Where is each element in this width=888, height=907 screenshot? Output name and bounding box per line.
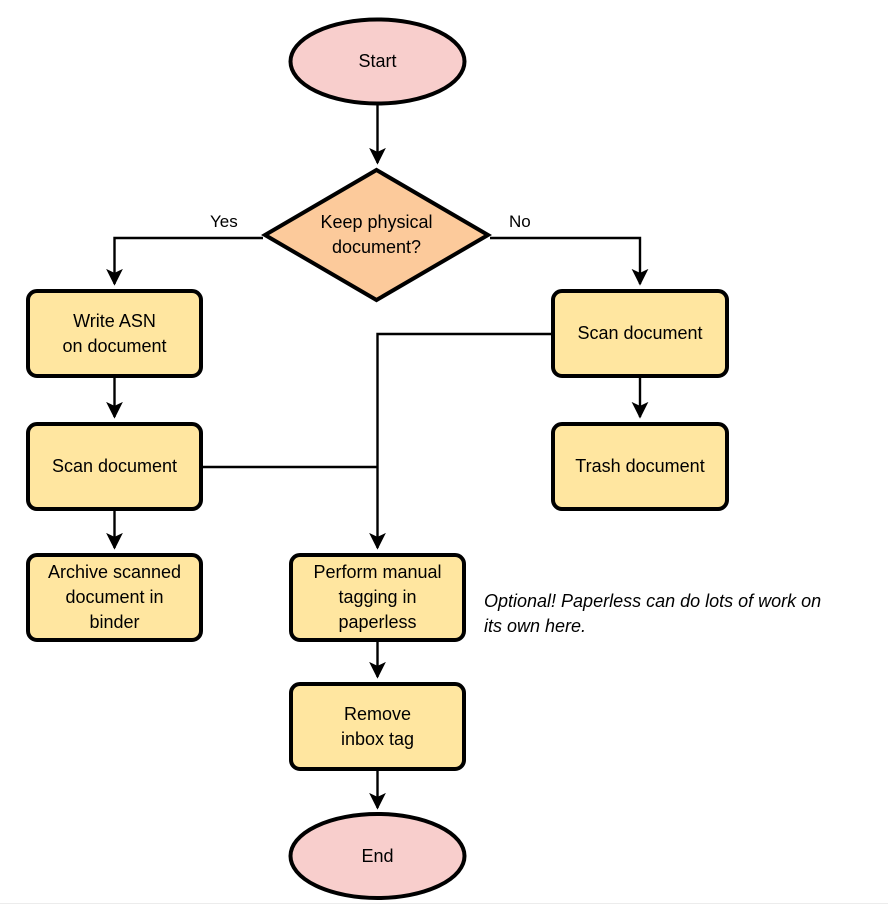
node-remove-inbox-tag-hit[interactable]	[289, 682, 466, 771]
node-scan-document-left-hit[interactable]	[26, 422, 203, 511]
node-scan-document-right[interactable]	[551, 289, 729, 378]
node-perform-manual-tagging-in-paperless[interactable]	[289, 553, 466, 642]
node-perform-manual-tagging-in-paperless-hit[interactable]	[289, 553, 466, 642]
edge-decision-yes	[106, 236, 263, 286]
node-trash-document[interactable]	[551, 422, 729, 511]
node-scan-document-left[interactable]	[26, 422, 203, 511]
edge-decision-no	[490, 236, 649, 286]
node-keep-physical-document[interactable]	[261, 167, 492, 303]
node-archive-scanned-document-in-binder[interactable]	[26, 553, 203, 642]
node-archive-scanned-document-in-binder-hit[interactable]	[26, 553, 203, 642]
edge-scan-right-to-tagging	[369, 332, 551, 550]
node-start[interactable]	[288, 17, 467, 106]
node-write-asn-on-document-hit[interactable]	[26, 289, 203, 378]
bottom-divider	[0, 903, 888, 904]
node-start-hit[interactable]	[289, 18, 466, 105]
node-end-hit[interactable]	[289, 812, 466, 900]
node-trash-document-hit[interactable]	[551, 422, 729, 511]
node-write-asn-on-document[interactable]	[26, 289, 203, 378]
node-end[interactable]	[288, 812, 467, 900]
node-scan-document-right-hit[interactable]	[551, 289, 729, 378]
node-keep-physical-document-hit[interactable]	[263, 168, 490, 302]
node-remove-inbox-tag[interactable]	[289, 682, 466, 771]
